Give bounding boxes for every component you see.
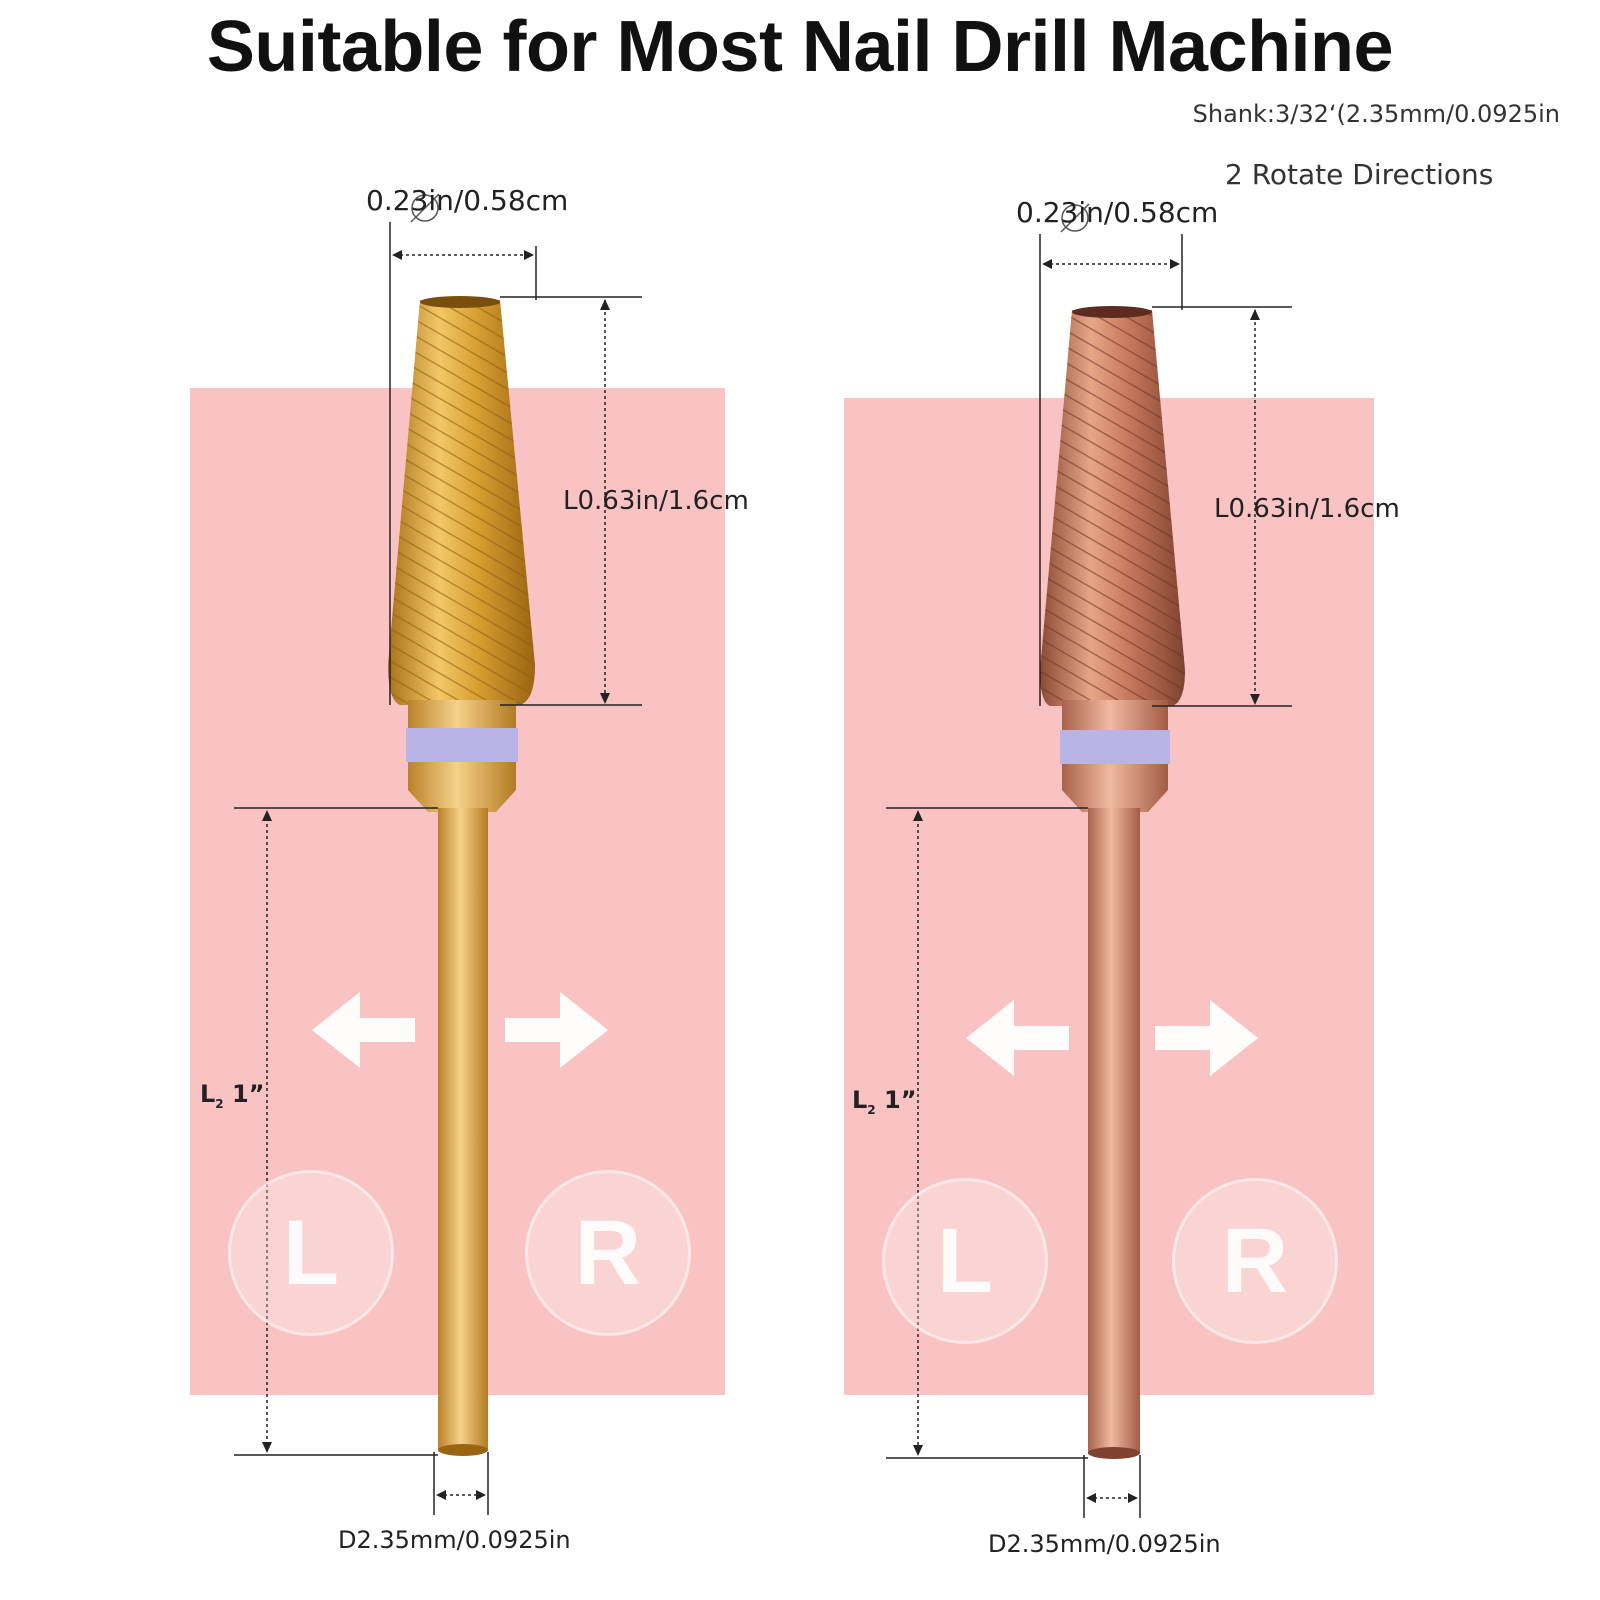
arrow-right-icon: [1155, 1000, 1258, 1076]
diameter-symbol-icon: [411, 194, 439, 222]
shank-diameter-label: D2.35mm/0.0925in: [338, 1526, 571, 1554]
head-diameter-label: 0.23in/0.58cm: [366, 184, 569, 217]
gold-bit-panel: 0.23in/0.58cm L0.63in/1.6cm L2 1” D2.35m…: [190, 184, 749, 1554]
gold-shank: [438, 808, 488, 1450]
shank-size-note: Shank:3/32‘(2.35mm/0.0925in: [1192, 100, 1560, 128]
page-title: Suitable for Most Nail Drill Machine: [206, 7, 1394, 87]
head-length-label: L0.63in/1.6cm: [1214, 494, 1400, 524]
color-band: [406, 728, 518, 762]
shank-length-label: L2 1”: [852, 1086, 917, 1117]
gold-bit-illustration: [190, 193, 725, 1515]
arrow-left-icon: [312, 992, 415, 1068]
arrow-right-icon: [505, 992, 608, 1068]
rose-bit-panel: 0.23in/0.58cm L0.63in/1.6cm L2 1” D2.35m…: [800, 0, 1600, 1600]
right-rotation-badge: R: [525, 1170, 691, 1336]
left-rotation-badge: L: [882, 1178, 1048, 1344]
color-band: [1060, 730, 1170, 764]
rose-bit-illustration: [844, 203, 1374, 1518]
arrow-left-icon: [966, 1000, 1069, 1076]
shank-length-label: L2 1”: [200, 1080, 265, 1111]
rotate-directions-note: 2 Rotate Directions: [1225, 158, 1494, 191]
head-diameter-label: 0.23in/0.58cm: [1016, 196, 1219, 229]
head-length-label: L0.63in/1.6cm: [563, 486, 749, 516]
diameter-symbol-icon: [1061, 204, 1089, 232]
right-rotation-badge: R: [1172, 1178, 1338, 1344]
rose-shank: [1088, 808, 1140, 1453]
gold-collar: [408, 700, 516, 728]
rose-collar: [1062, 700, 1168, 730]
left-rotation-badge: L: [228, 1170, 394, 1336]
shank-diameter-label: D2.35mm/0.0925in: [988, 1530, 1221, 1558]
